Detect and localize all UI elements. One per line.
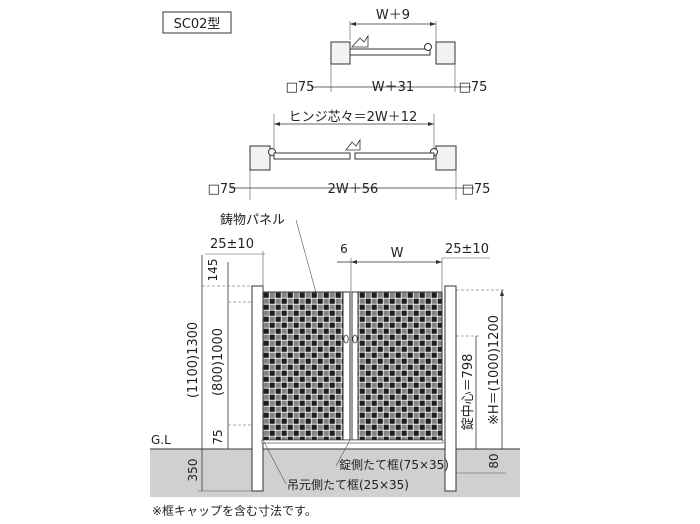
dim-panel-height-label: (800)1000 [211,328,226,396]
footnote: ※框キャップを含む寸法です。 [152,503,317,518]
panel-name-label: 鋳物パネル [220,212,285,228]
post-left-label: □75 [286,80,315,95]
handle-icon [343,334,349,344]
gate-elevation: G.L 鋳物パネル 25±10 6 W 25±10 [150,212,520,497]
post-right-label: □75 [462,182,491,197]
model-label: SC02型 [162,11,232,34]
right-leaf-panel [357,291,443,441]
h-dimension-label: ※H＝(1000)1200 [487,315,502,425]
swing-arrow-icon [345,138,361,151]
left-post [251,285,264,492]
double-width-label: 2W＋56 [328,182,379,197]
dim-top-label: 145 [206,259,220,282]
width-top-label: W＋9 [376,8,410,23]
svg-text:SC02型: SC02型 [174,17,221,32]
dim-bottom-label: 75 [211,429,225,444]
dim-80-label: 80 [487,453,501,468]
leaf-width-label: W [391,246,404,261]
right-post [444,285,457,492]
gap-center-label: 6 [340,242,348,256]
gap-left-label: 25±10 [210,237,254,252]
handle-icon [352,334,358,344]
width-bottom-label: W＋31 [372,80,414,95]
double-gate-plan: ヒンジ芯々＝2W＋12 2W＋56 □75 □75 [208,110,491,200]
post-right-label: □75 [459,80,488,95]
dim-total-height-label: (1100)1300 [186,322,201,398]
left-leaf-panel [262,291,344,441]
lock-center-label: 錠中心＝798 [461,354,476,431]
dim-ground-label: 350 [186,459,200,482]
post-left-label: □75 [208,182,237,197]
gap-right-label: 25±10 [445,242,489,257]
hinge-pitch-label: ヒンジ芯々＝2W＋12 [289,110,418,125]
single-gate-plan: W＋9 W＋31 □75 □75 [286,8,488,95]
gl-label: G.L [151,433,171,447]
swing-arrow-icon [351,34,369,48]
hinge-frame-label: 吊元側たて框(25×35) [287,478,409,492]
lock-frame-label: 錠側たて框(75×35) [339,457,449,472]
